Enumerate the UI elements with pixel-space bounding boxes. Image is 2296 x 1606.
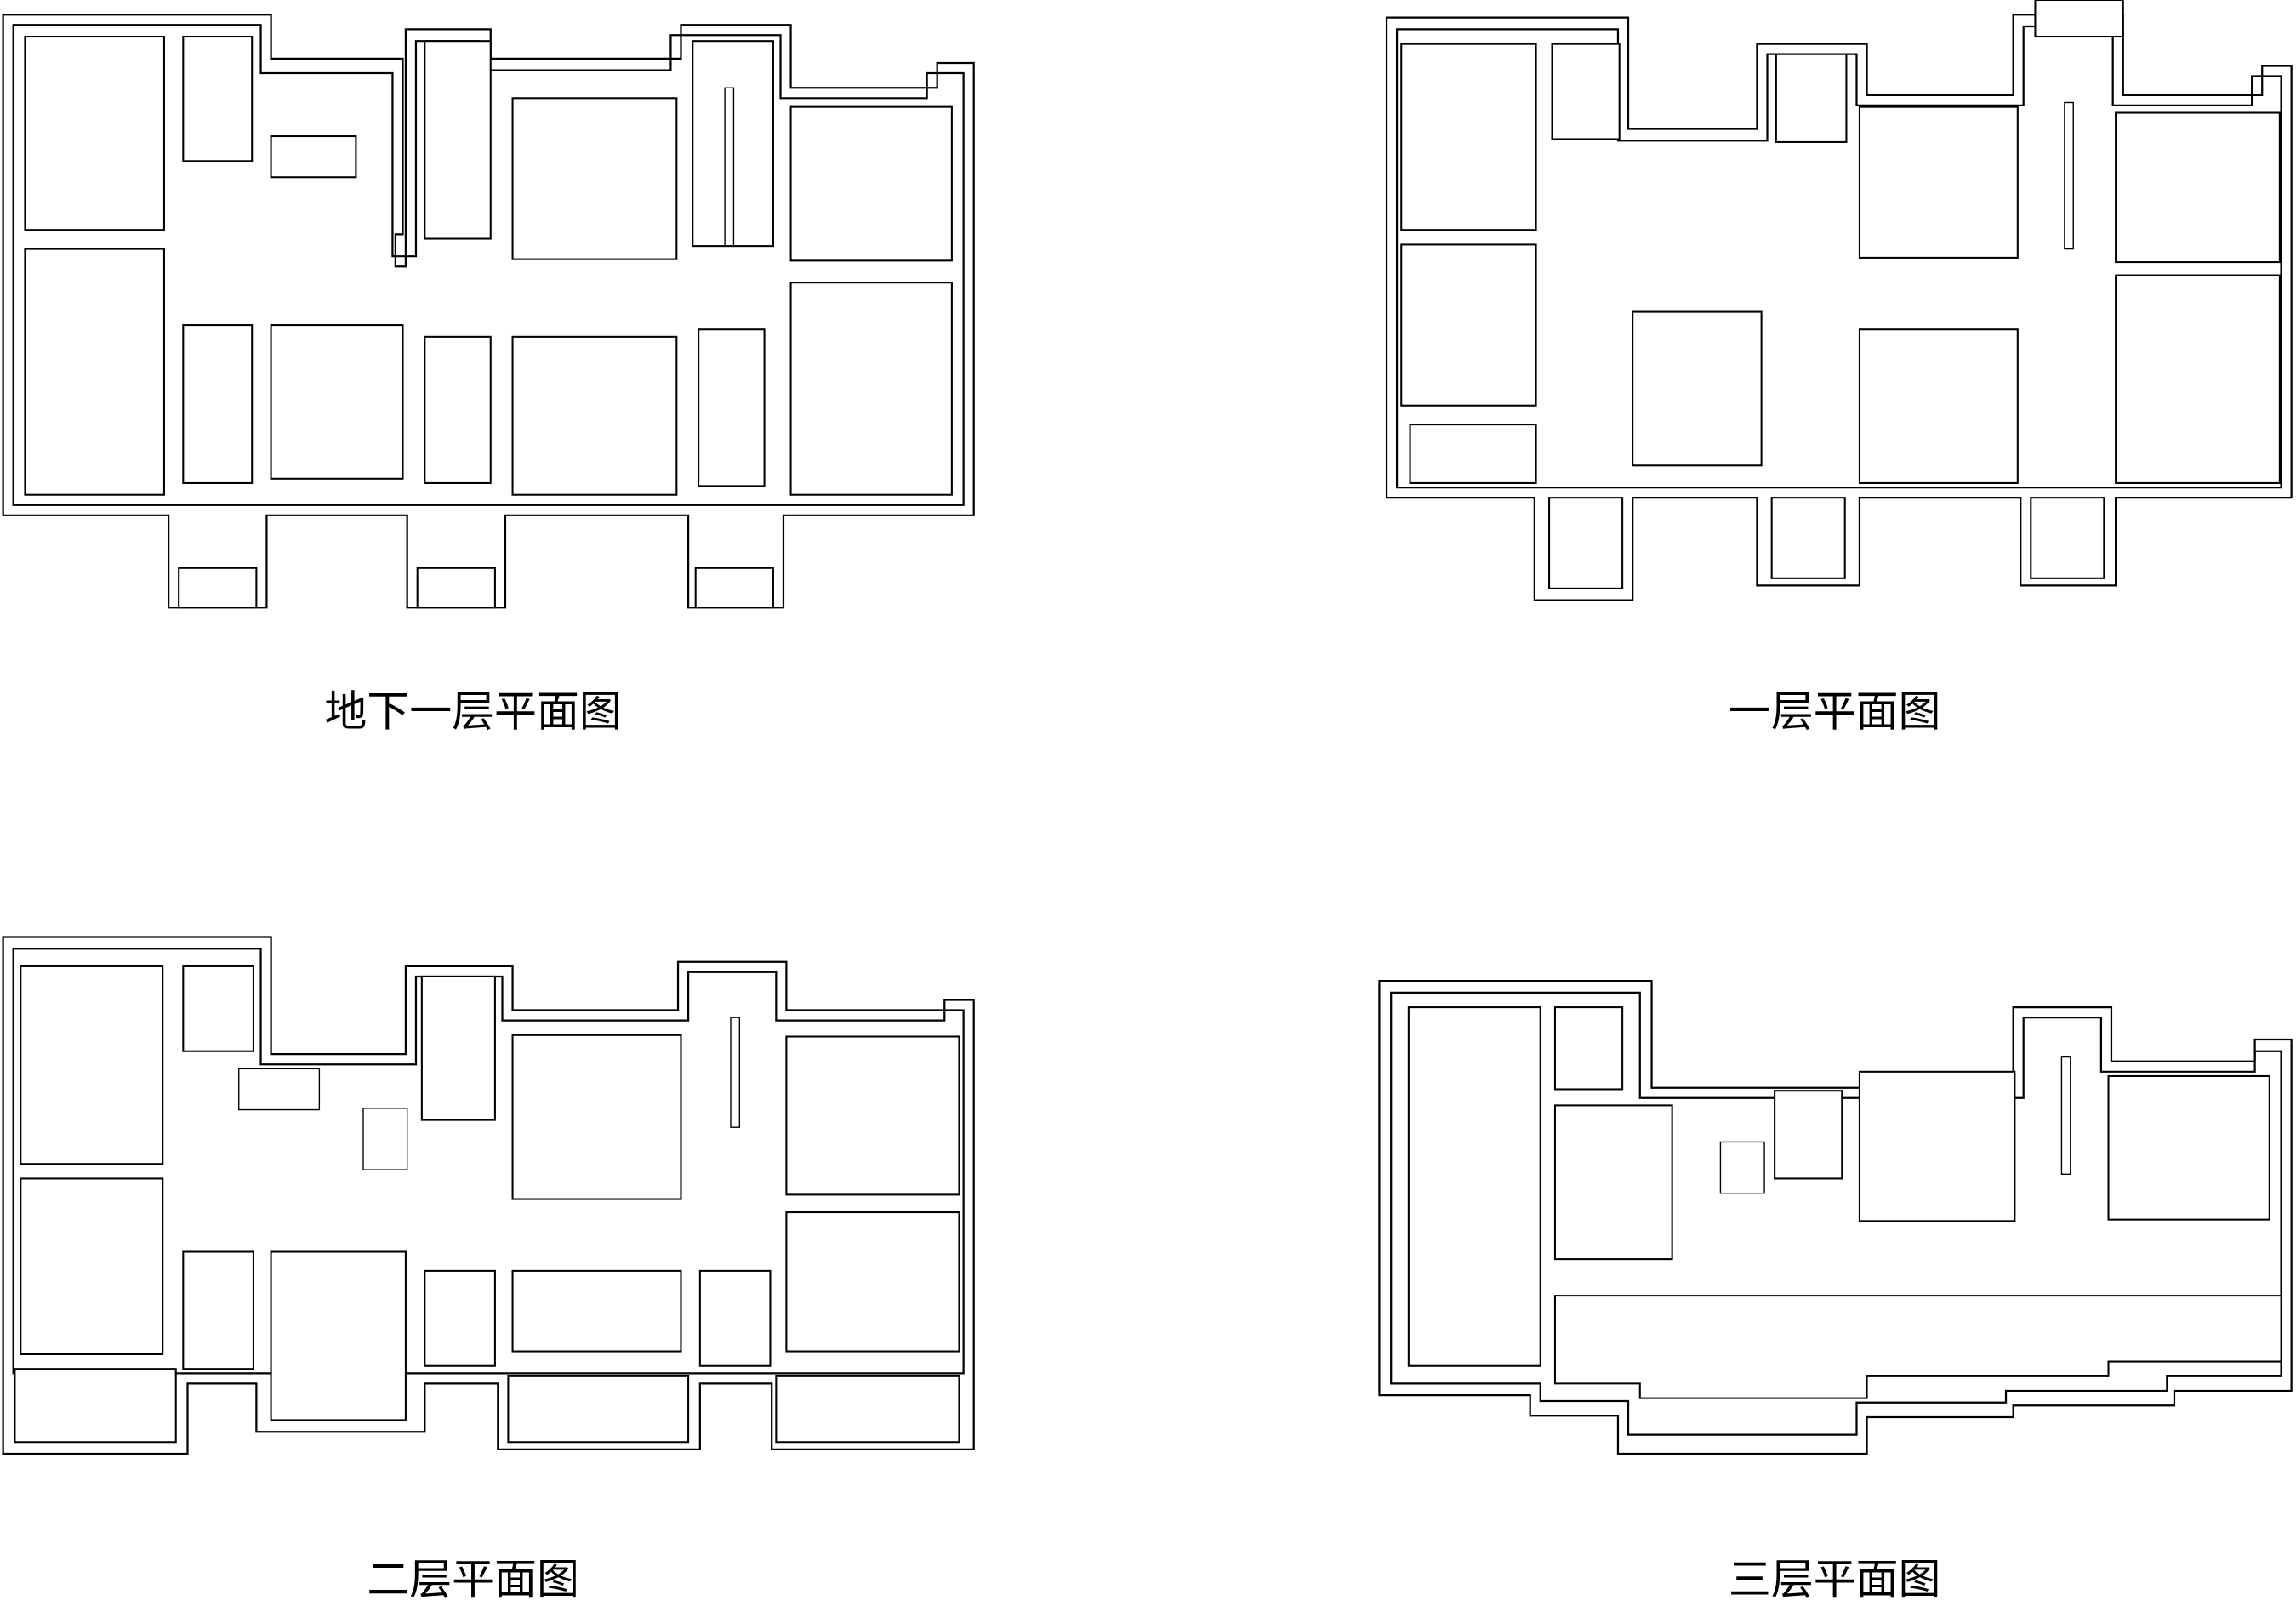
basement-floor-plan bbox=[2, 14, 975, 609]
second-floor-plan-caption: 二层平面图 bbox=[367, 1555, 579, 1604]
first-floor-plan-caption: 一层平面图 bbox=[1729, 687, 1941, 737]
basement-plan-caption: 地下一层平面图 bbox=[324, 687, 621, 737]
third-floor-plan bbox=[1378, 979, 2293, 1455]
first-floor-plan bbox=[1385, 0, 2293, 601]
third-floor-plan-caption: 三层平面图 bbox=[1729, 1555, 1941, 1604]
second-floor-plan bbox=[2, 936, 975, 1455]
